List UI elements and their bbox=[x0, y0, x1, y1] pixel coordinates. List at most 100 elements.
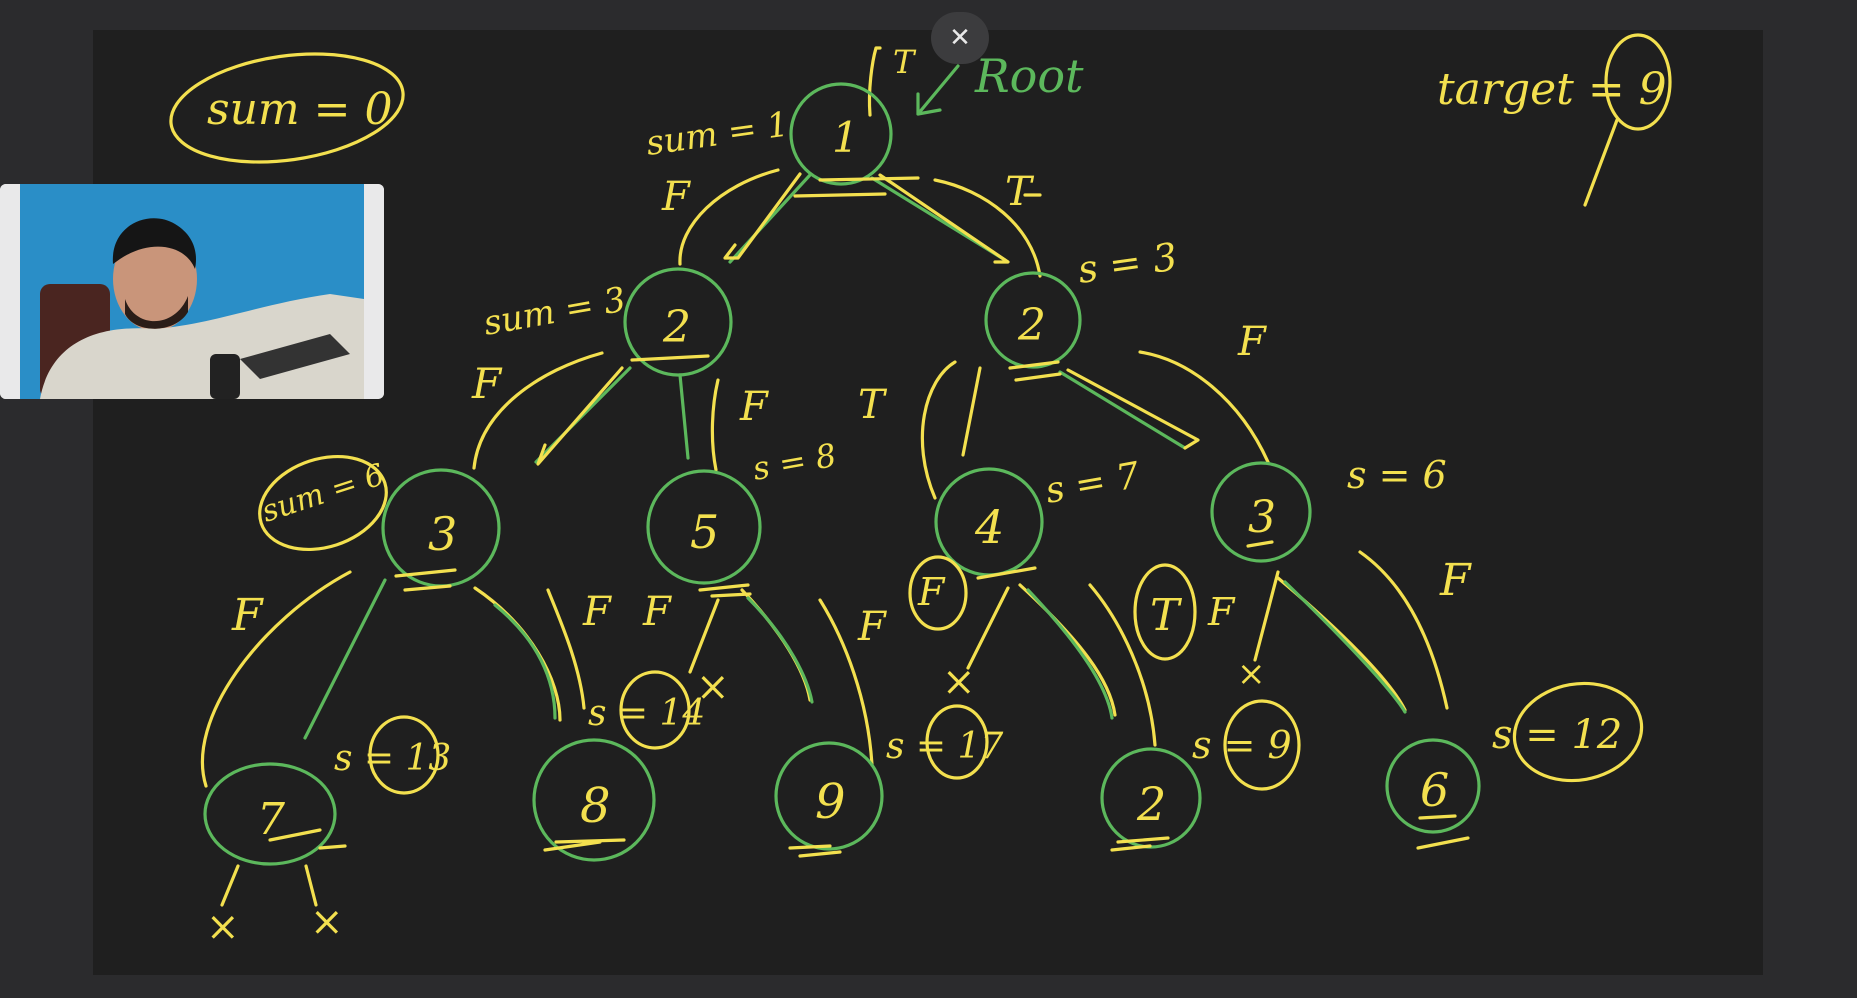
svg-text:3: 3 bbox=[1248, 492, 1276, 543]
flag-t2: T bbox=[858, 382, 888, 428]
s-n7-circle bbox=[368, 715, 440, 795]
edge-3r-x bbox=[1253, 570, 1280, 662]
sum-start-label: sum = 0 bbox=[207, 84, 392, 135]
flag-t3-circle bbox=[1133, 563, 1197, 661]
s-label-n5: s = 8 bbox=[750, 436, 839, 488]
flag-f9-circle bbox=[908, 555, 968, 631]
svg-text:2: 2 bbox=[1136, 777, 1166, 831]
s-label-n7: s = 13 bbox=[334, 738, 451, 779]
s-label-n6: s = 12 bbox=[1492, 712, 1622, 758]
target-circle bbox=[1604, 33, 1672, 131]
flag-f4: F bbox=[1237, 319, 1267, 365]
flag-f11: F bbox=[1439, 555, 1472, 606]
sum-label-n2l: sum = 3 bbox=[481, 280, 629, 344]
edge-3r-6 bbox=[1276, 576, 1407, 712]
root-return-arrow bbox=[867, 46, 882, 117]
flag-f7: F bbox=[642, 589, 672, 635]
return-9-5 bbox=[818, 598, 874, 767]
s-label-n3r: s = 6 bbox=[1347, 453, 1447, 497]
edge-2l-3l-yellow bbox=[536, 366, 624, 466]
edge-4-x bbox=[966, 586, 1010, 670]
flag-f3: F bbox=[739, 384, 769, 430]
node-2-left: 2 bbox=[623, 267, 733, 377]
node-5: 5 bbox=[646, 469, 762, 585]
s-label-n4: s = 7 bbox=[1042, 455, 1142, 512]
return-4-2r bbox=[920, 360, 957, 500]
edge-7-xl bbox=[220, 864, 240, 907]
sum-start-circle bbox=[169, 52, 405, 164]
s-n2b-circle bbox=[1223, 699, 1301, 791]
return-2l-1 bbox=[678, 168, 780, 266]
return-2b-4 bbox=[1088, 583, 1157, 747]
edge-2r-3r-yellow bbox=[1066, 368, 1200, 450]
flag-t3: T bbox=[1150, 590, 1183, 641]
node-2-bottom: 2 bbox=[1100, 747, 1202, 849]
return-3r-2r bbox=[1138, 350, 1270, 464]
node-4: 4 bbox=[934, 467, 1044, 577]
node-3-left: 3 bbox=[381, 468, 501, 588]
svg-text:5: 5 bbox=[690, 505, 719, 559]
edge-7-xr bbox=[304, 864, 318, 907]
edge-3l-7 bbox=[303, 578, 387, 740]
sum-label-n1: sum = 1 bbox=[644, 104, 792, 164]
svg-text:3: 3 bbox=[428, 507, 457, 561]
return-5-2l bbox=[710, 378, 720, 472]
node-8: 8 bbox=[532, 738, 656, 862]
svg-text:9: 9 bbox=[815, 774, 846, 830]
flag-f8: F bbox=[857, 604, 887, 650]
edge-1-2l bbox=[728, 173, 812, 264]
node-2-right: 2 bbox=[984, 271, 1082, 369]
webcam-video[interactable] bbox=[0, 184, 384, 399]
target-strike bbox=[1583, 118, 1619, 207]
webcam-frame bbox=[0, 184, 384, 399]
root-arrow bbox=[916, 64, 960, 116]
edge-3l-8 bbox=[473, 586, 562, 722]
flag-t1: T bbox=[1005, 169, 1035, 215]
node-6: 6 bbox=[1385, 738, 1481, 834]
edge-2l-5 bbox=[678, 373, 690, 460]
return-7-3l bbox=[200, 570, 352, 788]
sum-label-n3l: sum = 6 bbox=[258, 457, 389, 529]
flag-f1: F bbox=[661, 174, 691, 220]
null-x3: × bbox=[696, 664, 730, 710]
svg-text:8: 8 bbox=[580, 778, 611, 834]
svg-text:4: 4 bbox=[974, 500, 1004, 554]
null-x4: × bbox=[942, 659, 976, 705]
edge-5-9-green bbox=[746, 596, 814, 704]
s-label-n2r: s = 3 bbox=[1075, 234, 1180, 291]
return-6-3r bbox=[1358, 550, 1449, 710]
root-true-label: T bbox=[893, 43, 917, 81]
return-3l-2l bbox=[472, 351, 604, 470]
s-n8-circle bbox=[619, 670, 691, 750]
edge-3r-6-green bbox=[1283, 580, 1407, 714]
svg-text:2: 2 bbox=[662, 302, 691, 353]
svg-text:1: 1 bbox=[832, 113, 859, 162]
s-n9-circle bbox=[925, 704, 989, 780]
edge-5-9 bbox=[740, 588, 812, 702]
null-x2: × bbox=[310, 899, 344, 945]
s-label-n8: s = 14 bbox=[588, 693, 705, 734]
edge-4-2b-green bbox=[1026, 588, 1114, 720]
target-label: target = 9 bbox=[1437, 64, 1667, 115]
flag-f5: F bbox=[231, 590, 264, 641]
underline-marks bbox=[268, 176, 1470, 858]
flag-f6: F bbox=[582, 589, 612, 635]
node-3-right: 3 bbox=[1210, 461, 1312, 563]
svg-text:6: 6 bbox=[1420, 763, 1449, 817]
flag-f9: F bbox=[917, 570, 946, 614]
flag-f10: F bbox=[1207, 590, 1236, 634]
edge-5-x bbox=[688, 598, 720, 674]
edge-1-2r-yellow bbox=[878, 173, 1010, 264]
null-x5: × bbox=[1237, 654, 1266, 694]
edge-2r-4 bbox=[961, 366, 982, 457]
edge-4-2b bbox=[1018, 583, 1117, 717]
return-2r-1 bbox=[933, 178, 1042, 278]
node-1: 1 bbox=[789, 82, 893, 186]
close-button[interactable]: ✕ bbox=[931, 12, 989, 64]
s-n6-circle bbox=[1512, 681, 1644, 783]
root-label: Root bbox=[974, 49, 1084, 103]
sum-n3l-circle bbox=[258, 454, 388, 552]
flag-f2: F bbox=[471, 359, 503, 408]
s-label-n2b: s = 9 bbox=[1192, 723, 1292, 767]
